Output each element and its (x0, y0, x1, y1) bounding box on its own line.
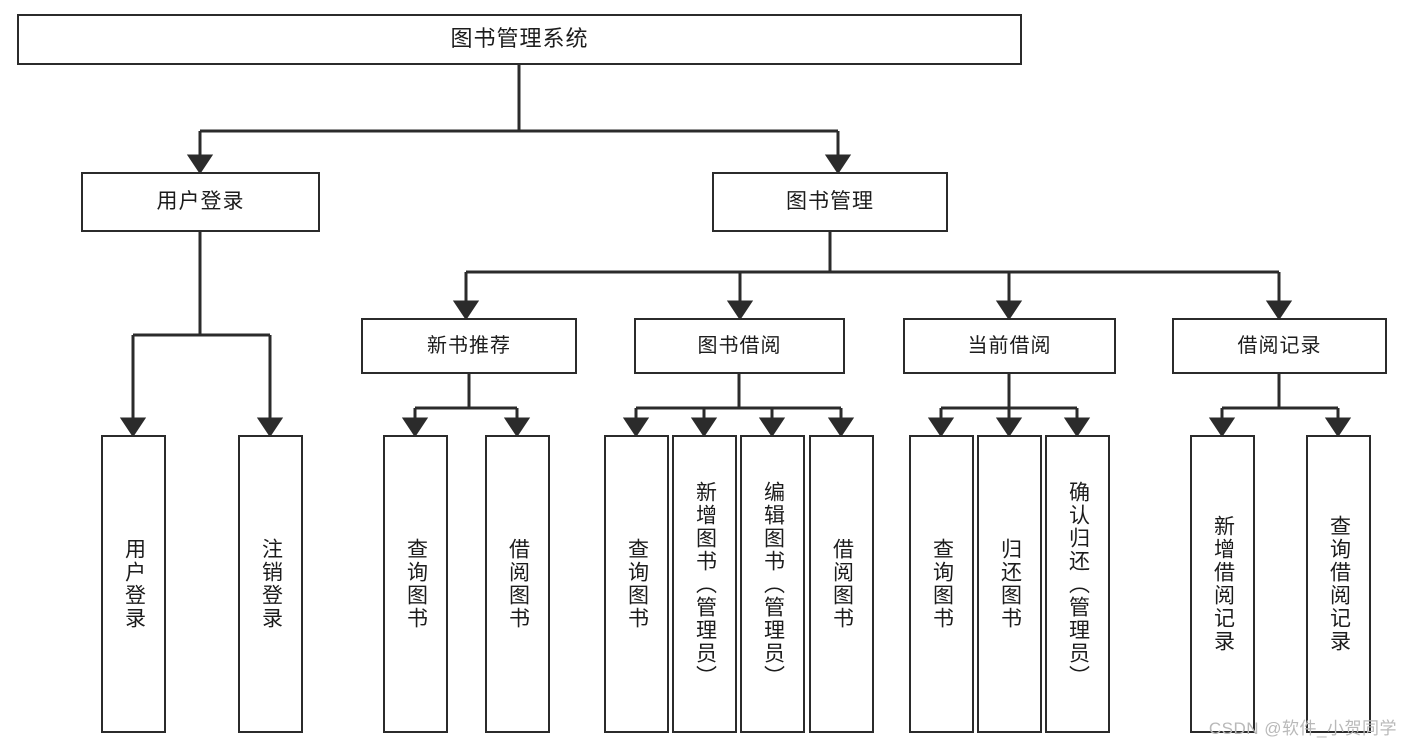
leaf-current-borrow-return[interactable]: 归还图书 (977, 435, 1042, 733)
leaf-user-login-logout-label: 注销登录 (259, 538, 283, 630)
node-new-book-recommend[interactable]: 新书推荐 (361, 318, 577, 374)
leaf-current-borrow-return-label: 归还图书 (998, 538, 1022, 630)
leaf-new-book-query-label: 查询图书 (404, 538, 428, 630)
node-user-login[interactable]: 用户登录 (81, 172, 320, 232)
node-current-borrow-label: 当前借阅 (967, 335, 1052, 357)
node-borrow-record[interactable]: 借阅记录 (1172, 318, 1387, 374)
leaf-book-borrow-edit-label: 编辑图书（管理员） (761, 480, 785, 688)
leaf-book-borrow-borrow-label: 借阅图书 (830, 538, 854, 630)
leaf-book-borrow-borrow[interactable]: 借阅图书 (809, 435, 874, 733)
node-borrow-record-label: 借阅记录 (1237, 335, 1322, 357)
leaf-current-borrow-query[interactable]: 查询图书 (909, 435, 974, 733)
leaf-borrow-record-add-label: 新增借阅记录 (1211, 515, 1235, 653)
leaf-book-borrow-edit[interactable]: 编辑图书（管理员） (740, 435, 805, 733)
leaf-new-book-borrow[interactable]: 借阅图书 (485, 435, 550, 733)
leaf-book-borrow-query[interactable]: 查询图书 (604, 435, 669, 733)
node-book-borrow[interactable]: 图书借阅 (634, 318, 845, 374)
leaf-borrow-record-add[interactable]: 新增借阅记录 (1190, 435, 1255, 733)
leaf-new-book-borrow-label: 借阅图书 (506, 538, 530, 630)
leaf-book-borrow-add[interactable]: 新增图书（管理员） (672, 435, 737, 733)
leaf-current-borrow-query-label: 查询图书 (930, 538, 954, 630)
leaf-user-login-login[interactable]: 用户登录 (101, 435, 166, 733)
leaf-borrow-record-query-label: 查询借阅记录 (1327, 515, 1351, 653)
node-root-system[interactable]: 图书管理系统 (17, 14, 1022, 65)
leaf-current-borrow-confirm-return[interactable]: 确认归还（管理员） (1045, 435, 1110, 733)
leaf-current-borrow-confirm-return-label: 确认归还（管理员） (1066, 480, 1090, 688)
leaf-user-login-login-label: 用户登录 (122, 538, 146, 630)
leaf-user-login-logout[interactable]: 注销登录 (238, 435, 303, 733)
leaf-book-borrow-query-label: 查询图书 (625, 538, 649, 630)
node-book-borrow-label: 图书借阅 (697, 335, 782, 357)
leaf-borrow-record-query[interactable]: 查询借阅记录 (1306, 435, 1371, 733)
node-new-book-recommend-label: 新书推荐 (427, 335, 511, 357)
leaf-new-book-query[interactable]: 查询图书 (383, 435, 448, 733)
node-root-system-label: 图书管理系统 (450, 26, 589, 52)
node-book-management[interactable]: 图书管理 (712, 172, 948, 232)
node-current-borrow[interactable]: 当前借阅 (903, 318, 1116, 374)
leaf-book-borrow-add-label: 新增图书（管理员） (693, 480, 717, 688)
node-book-management-label: 图书管理 (786, 190, 874, 214)
node-user-login-label: 用户登录 (156, 190, 245, 214)
watermark: CSDN @软件_小贺同学 (1208, 719, 1397, 738)
